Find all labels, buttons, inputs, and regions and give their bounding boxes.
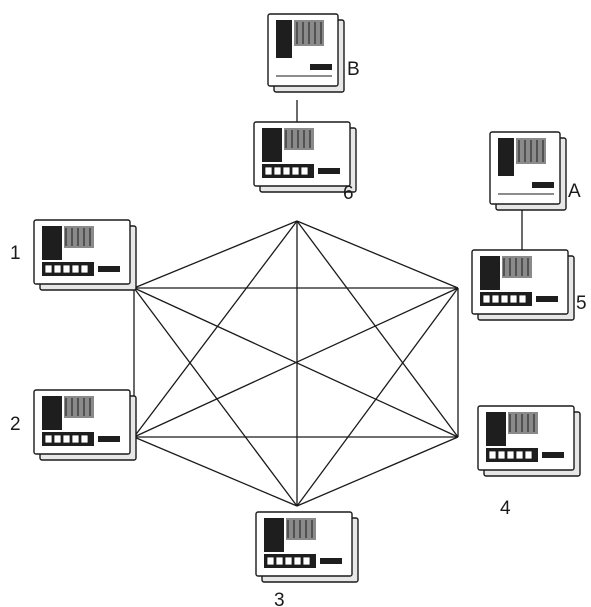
terminal-device-icon <box>478 406 580 476</box>
edge-3-1 <box>134 288 297 506</box>
edge-6-2 <box>134 221 297 437</box>
node-3[interactable]: 3 <box>256 512 358 607</box>
node-4[interactable]: 4 <box>478 406 580 519</box>
node-a-label: A <box>568 181 581 202</box>
terminal-device-icon <box>472 250 574 320</box>
node-4-label: 4 <box>500 498 511 519</box>
node-a[interactable]: A <box>490 132 581 210</box>
mesh-edges <box>134 221 458 506</box>
edge-6-5 <box>297 221 458 288</box>
node-6[interactable]: 6 <box>254 122 356 204</box>
node-2[interactable]: 2 <box>10 390 136 460</box>
terminal-device-icon <box>268 14 344 92</box>
terminal-device-icon <box>490 132 566 210</box>
node-6-label: 6 <box>343 183 354 204</box>
edge-5-3 <box>297 288 458 506</box>
edge-4-3 <box>297 437 458 506</box>
terminal-device-icon <box>34 390 136 460</box>
node-5[interactable]: 5 <box>472 250 587 320</box>
node-5-label: 5 <box>576 293 587 314</box>
node-3-label: 3 <box>274 590 285 607</box>
node-1[interactable]: 1 <box>10 220 136 290</box>
terminal-device-icon <box>34 220 136 290</box>
terminal-device-icon <box>256 512 358 582</box>
node-2-label: 2 <box>10 414 21 435</box>
edge-3-2 <box>134 437 297 506</box>
terminal-device-icon <box>254 122 356 192</box>
edge-6-4 <box>297 221 458 437</box>
edge-6-1 <box>134 221 297 288</box>
node-b-label: B <box>347 59 360 80</box>
node-b[interactable]: B <box>268 14 360 92</box>
node-1-label: 1 <box>10 243 21 264</box>
